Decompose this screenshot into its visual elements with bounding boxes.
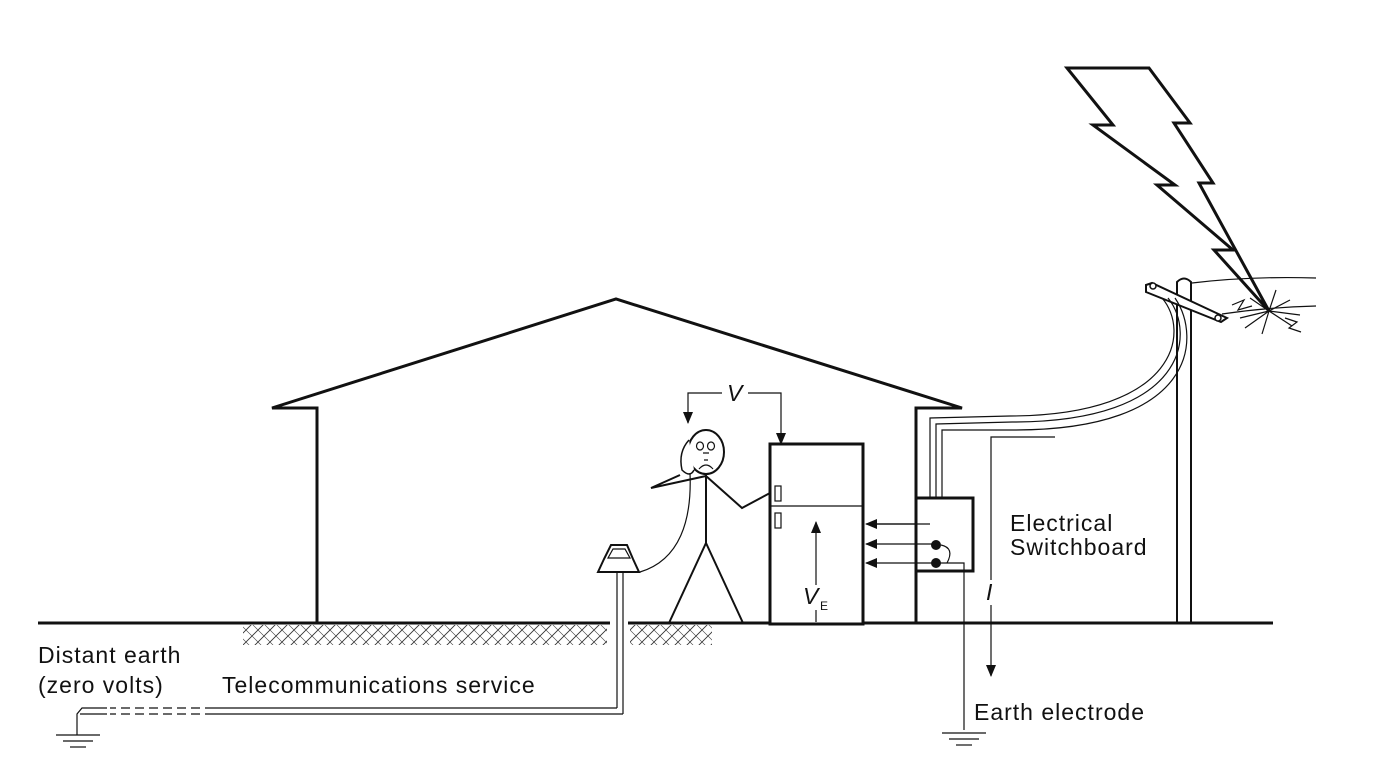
phone-cord [639,472,691,573]
voltage-ve-label: V [803,583,821,609]
distant-earth-label-line2: (zero volts) [38,672,164,698]
voltage-v-label: V [727,380,745,406]
switchboard-label-line2: Switchboard [1010,534,1148,560]
switchboard-feed-arrows [865,519,932,568]
strike-spark-icon [1231,289,1302,335]
soil-hatching [243,625,712,645]
telecom-service-label: Telecommunications service [222,672,536,698]
switchboard-box [914,496,975,730]
switchboard-label-line1: Electrical [1010,510,1113,536]
telecom-line [76,572,624,735]
distant-earth-label-line1: Distant earth [38,642,181,668]
overhead-power-lines [1191,276,1317,315]
current-i-label: I [986,579,993,605]
person-icon [650,429,771,624]
service-drop-cable [875,297,1188,563]
v-voltage-bracket [683,392,786,445]
voltage-ve-subscript: E [820,599,828,613]
house-outline [271,297,963,623]
earth-electrode-ground-icon [942,732,986,746]
distant-earth-ground-icon [56,734,100,748]
telephone-icon [596,544,641,573]
earth-electrode-label: Earth electrode [974,699,1145,725]
utility-pole-icon [1145,277,1230,623]
lightning-bolt-icon [1063,66,1271,313]
current-arrow [986,436,1055,677]
